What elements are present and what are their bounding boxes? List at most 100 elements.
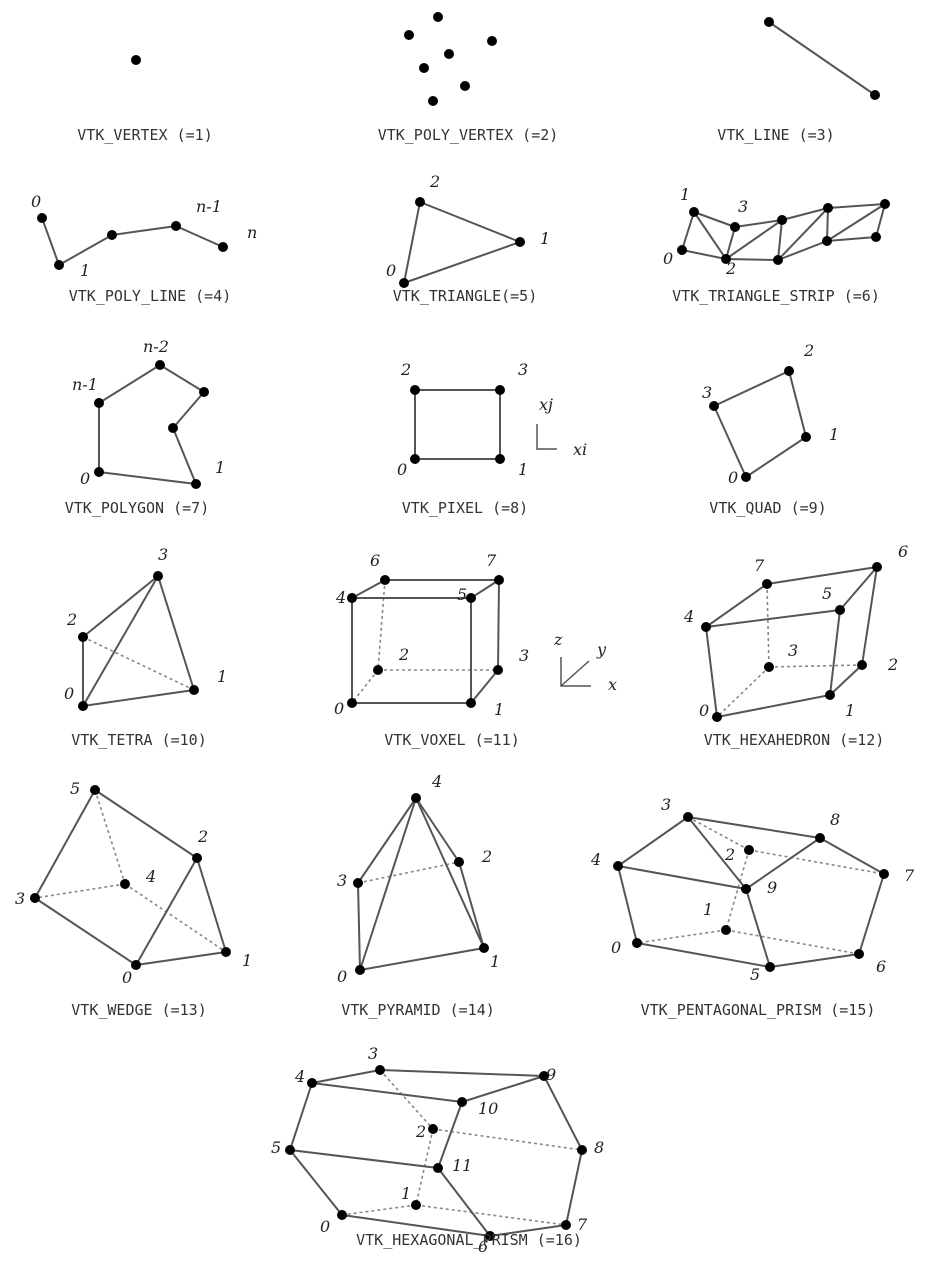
cell-caption: VTK_PIXEL (=8): [402, 499, 528, 517]
vertex-point: [835, 605, 845, 615]
vertex-point: [493, 665, 503, 675]
vertex-label: 1: [217, 667, 227, 686]
vertex-point: [613, 861, 623, 871]
hidden-edge: [768, 664, 863, 668]
vertex-point: [487, 36, 497, 46]
edge: [766, 566, 878, 585]
edge: [875, 203, 886, 238]
vertex-label: 1: [494, 700, 504, 719]
edge: [351, 579, 386, 599]
vertex-point: [495, 385, 505, 395]
vertex-label: 4: [145, 867, 156, 886]
vertex-label: 6: [370, 551, 380, 570]
vertex-point: [744, 845, 754, 855]
cell-caption: VTK_QUAD (=9): [709, 499, 826, 517]
edge: [716, 694, 831, 718]
vertex-label: 1: [401, 1184, 411, 1203]
vertex-point: [107, 230, 117, 240]
edge: [713, 405, 747, 478]
vertex-label: 0: [663, 249, 673, 268]
vertex-point: [577, 1145, 587, 1155]
vertex-label: 5: [457, 585, 467, 604]
cell-caption: VTK_TETRA (=10): [71, 731, 206, 749]
edge: [34, 897, 137, 966]
cell-caption: VTK_VOXEL (=11): [384, 731, 519, 749]
cell-caption: VTK_POLYGON (=7): [65, 499, 210, 517]
edge: [788, 370, 807, 438]
hidden-edge: [748, 849, 885, 875]
vertex-point: [712, 712, 722, 722]
hidden-edge: [725, 929, 860, 955]
vertex-point: [373, 665, 383, 675]
vertex-label: 7: [486, 551, 497, 570]
edge: [135, 857, 198, 966]
vertex-point: [825, 690, 835, 700]
edge: [98, 364, 161, 404]
vertex-point: [94, 467, 104, 477]
edge: [489, 1224, 567, 1237]
vertex-point: [485, 1231, 495, 1241]
vertex-label: 3: [518, 360, 528, 379]
edge: [415, 797, 460, 863]
edge: [617, 865, 638, 944]
edge: [777, 219, 783, 261]
vertex-point: [171, 221, 181, 231]
vertex-point: [411, 1200, 421, 1210]
cell-caption: VTK_WEDGE (=13): [71, 1001, 206, 1019]
vertex-label: 0: [80, 469, 90, 488]
axis-label: xj: [539, 395, 553, 414]
vertex-point: [561, 1220, 571, 1230]
vertex-label: 4: [294, 1067, 305, 1086]
hidden-edge: [415, 1204, 567, 1226]
vertex-label: 0: [699, 701, 709, 720]
edge: [41, 217, 60, 266]
vertex-point: [495, 454, 505, 464]
hidden-edge: [725, 849, 750, 931]
edge: [693, 211, 736, 228]
vertex-label: 3: [368, 1044, 378, 1063]
cell-caption: VTK_HEXAHEDRON (=12): [704, 731, 885, 749]
edge: [415, 797, 485, 949]
vertex-label: n: [247, 223, 257, 242]
vertex-label: 0: [31, 192, 41, 211]
vertex-point: [701, 622, 711, 632]
edge: [725, 258, 779, 261]
vertex-label: 3: [738, 197, 748, 216]
vertex-label: 2: [481, 847, 492, 866]
vertex-label: 0: [386, 261, 396, 280]
vertex-point: [741, 472, 751, 482]
cell-caption: VTK_LINE (=3): [717, 126, 834, 144]
edge: [359, 797, 417, 971]
vertex-label: 0: [611, 938, 621, 957]
vertex-point: [880, 199, 890, 209]
edge: [379, 1069, 545, 1077]
vertex-point: [153, 571, 163, 581]
vertex-point: [801, 432, 811, 442]
vertex-point: [78, 632, 88, 642]
vertex-point: [131, 960, 141, 970]
edge: [769, 953, 860, 968]
vertex-point: [120, 879, 130, 889]
hidden-edge: [94, 789, 126, 885]
vertex-label: 1: [845, 701, 855, 720]
vertex-label: 3: [15, 889, 25, 908]
vertex-point: [677, 245, 687, 255]
vertex-point: [433, 12, 443, 22]
edge: [725, 226, 736, 260]
edge: [617, 816, 689, 867]
vertex-point: [741, 884, 751, 894]
vertex-point: [428, 1124, 438, 1134]
vertex-point: [539, 1071, 549, 1081]
vertex-point: [871, 232, 881, 242]
edge: [497, 579, 500, 671]
vertex-point: [721, 925, 731, 935]
edge: [461, 1075, 545, 1103]
vertex-point: [285, 1145, 295, 1155]
vertex-label: 0: [122, 968, 132, 987]
vertex-point: [189, 685, 199, 695]
edge: [94, 789, 198, 859]
vertex-point: [460, 81, 470, 91]
